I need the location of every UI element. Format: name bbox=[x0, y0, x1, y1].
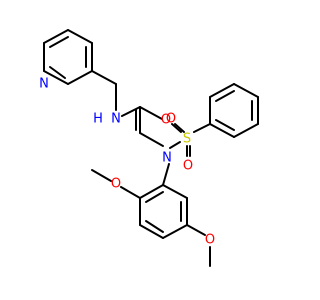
methylene-linker bbox=[91, 70, 117, 111]
dimethoxyphenyl-ring bbox=[139, 184, 188, 239]
pyridine-ring bbox=[43, 29, 93, 85]
phenyl-ring bbox=[209, 83, 259, 138]
amide-hydrogen-label: H bbox=[93, 112, 103, 127]
molecule-drawing: N N H O N S O O O O bbox=[39, 29, 259, 267]
amide-nitrogen-label: N bbox=[111, 112, 121, 127]
sulfur-label: S bbox=[183, 132, 191, 147]
sulfonyl-bonds bbox=[171, 123, 211, 157]
sulfonyl-oxygen-bottom-label: O bbox=[183, 159, 193, 174]
pyridine-nitrogen-label: N bbox=[39, 77, 49, 92]
carbonyl-oxygen-label: O bbox=[161, 113, 171, 128]
sulfonamide-bonds bbox=[162, 141, 181, 186]
methoxy-oxygen-bottom-label: O bbox=[205, 233, 215, 248]
structure-canvas: N N H O N S O O O O bbox=[39, 29, 259, 267]
sulfonamide-nitrogen-label: N bbox=[162, 151, 172, 166]
methoxy-oxygen-top-label: O bbox=[111, 177, 121, 192]
amide-group bbox=[121, 106, 164, 147]
methoxy-groups bbox=[91, 169, 211, 267]
sulfonyl-oxygen-left-label: O bbox=[166, 112, 176, 127]
